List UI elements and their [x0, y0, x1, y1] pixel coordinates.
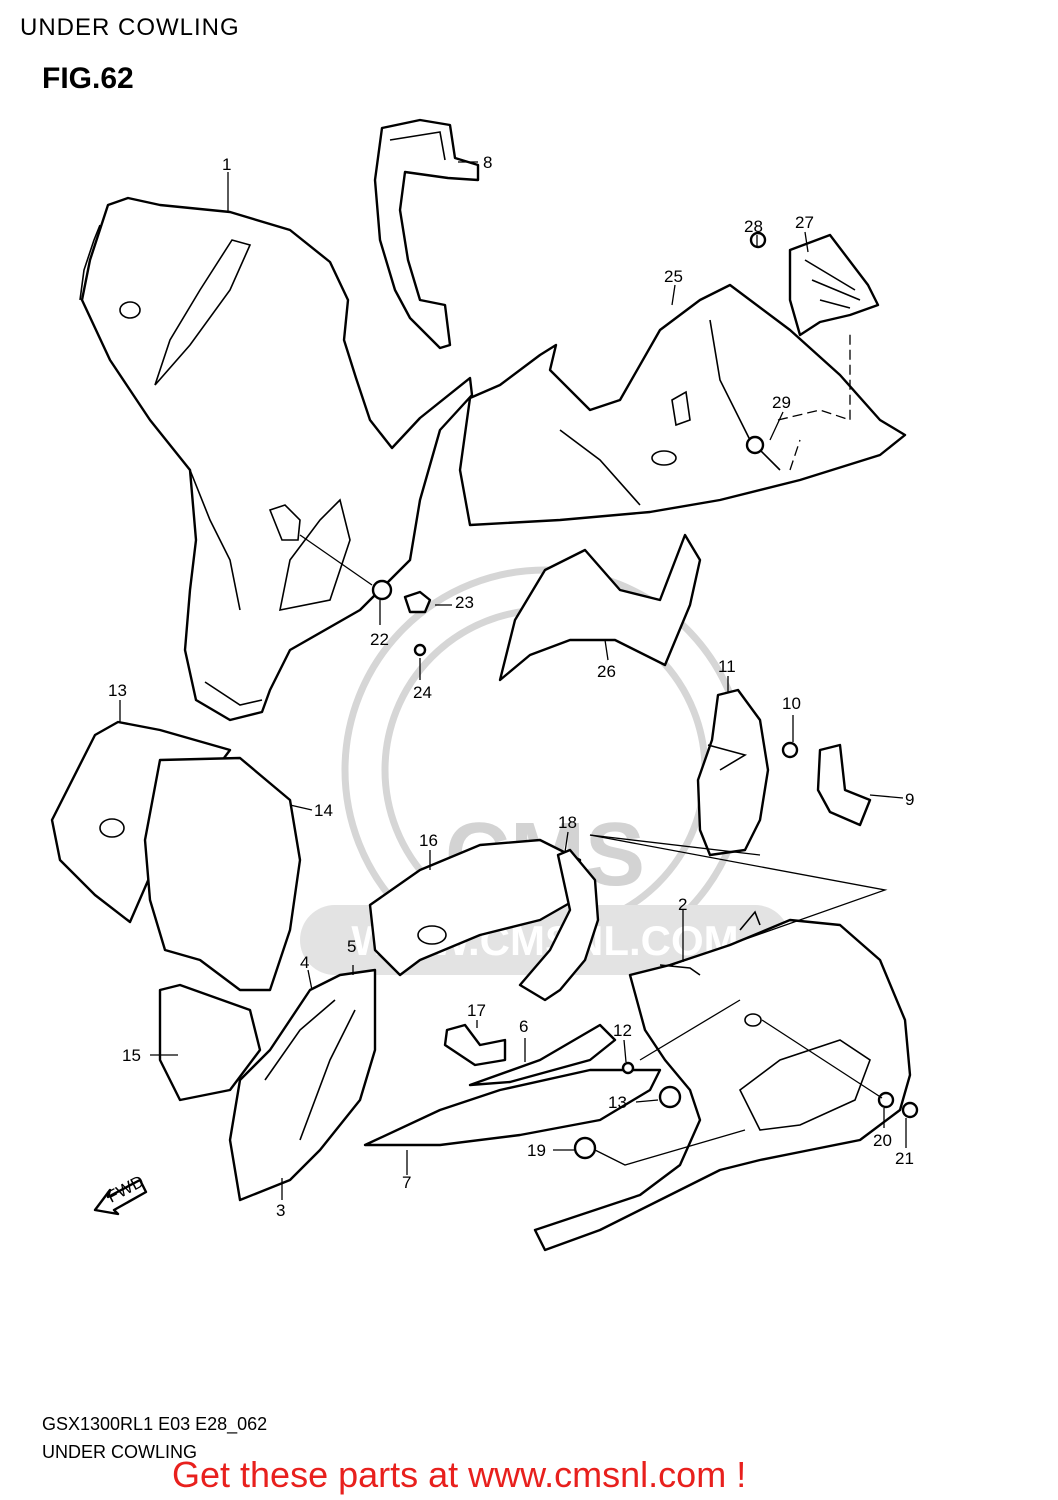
- callout-11: 11: [718, 657, 736, 676]
- callout-4: 4: [300, 953, 309, 972]
- callout-26: 26: [597, 662, 616, 681]
- callout-3: 3: [276, 1201, 285, 1220]
- part-19-grommet: [573, 1136, 597, 1160]
- part-23-nut: [403, 590, 432, 614]
- part-26-inner-liner: [498, 533, 702, 682]
- callout-12: 12: [613, 1021, 632, 1040]
- part-2-lower-cowling: [533, 910, 912, 1252]
- part-17-tube: [443, 1023, 507, 1067]
- callout-14: 14: [314, 801, 333, 820]
- part-21-bolt: [901, 1101, 919, 1119]
- part-3-4-5-lower-panels: [228, 968, 377, 1202]
- part-10-screw: [781, 741, 799, 759]
- callout-21: 21: [895, 1149, 914, 1168]
- section-name: UNDER COWLING: [42, 1442, 198, 1462]
- part-11-panel: [696, 688, 770, 857]
- part-20-washer: [877, 1091, 895, 1109]
- callout-labels: 1 2 3 4 5 6 7 8 9 10 11 12 13 13 14 15 1…: [108, 153, 914, 1220]
- part-8-air-duct: [373, 118, 480, 350]
- part-6-strip: [468, 1023, 617, 1087]
- part-25-side-cowling: [458, 283, 907, 527]
- part-27-bracket: [788, 233, 880, 337]
- callout-19: 19: [527, 1141, 546, 1160]
- fwd-arrow-icon: FWD: [93, 1172, 148, 1216]
- figure-number: FIG.62: [42, 62, 134, 95]
- callout-15: 15: [122, 1046, 141, 1065]
- model-code: GSX1300RL1 E03 E28_062: [42, 1414, 268, 1434]
- callout-18: 18: [558, 813, 577, 832]
- callout-5: 5: [347, 937, 356, 956]
- part-16-cover: [368, 838, 582, 977]
- callout-8: 8: [483, 153, 492, 172]
- callout-7: 7: [402, 1173, 411, 1192]
- callout-25: 25: [664, 267, 683, 286]
- callout-6: 6: [519, 1017, 528, 1036]
- callout-9: 9: [905, 790, 914, 809]
- callout-24: 24: [413, 683, 432, 702]
- part-12-screw: [621, 1061, 635, 1075]
- callout-23: 23: [455, 593, 474, 612]
- fasteners: [371, 231, 919, 1160]
- part-14-heat-shield: [143, 756, 302, 992]
- part-18-trim: [518, 848, 600, 1002]
- part-29-grommet: [745, 435, 765, 455]
- callout-10: 10: [782, 694, 801, 713]
- leader-lines: [119, 161, 907, 1200]
- callout-22: 22: [370, 630, 389, 649]
- callout-16: 16: [419, 831, 438, 850]
- part-28-bolt: [749, 231, 767, 249]
- callout-1: 1: [222, 155, 231, 174]
- part-9-clip: [816, 743, 872, 827]
- part-7-undertray: [363, 1068, 662, 1147]
- callout-27: 27: [795, 213, 814, 232]
- callout-2: 2: [678, 895, 687, 914]
- callout-13-a: 13: [108, 681, 127, 700]
- callout-17: 17: [467, 1001, 486, 1020]
- part-22-grommet: [371, 579, 393, 601]
- part-24-screw: [413, 643, 427, 657]
- part-13-grommet: [658, 1085, 682, 1109]
- callout-29: 29: [772, 393, 791, 412]
- callout-28: 28: [744, 217, 763, 236]
- page-title: UNDER COWLING: [20, 14, 240, 41]
- part-15-inner-cover: [158, 983, 262, 1102]
- callout-20: 20: [873, 1131, 892, 1150]
- cta-link[interactable]: Get these parts at www.cmsnl.com !: [172, 1454, 747, 1495]
- callout-13-b: 13: [608, 1093, 627, 1112]
